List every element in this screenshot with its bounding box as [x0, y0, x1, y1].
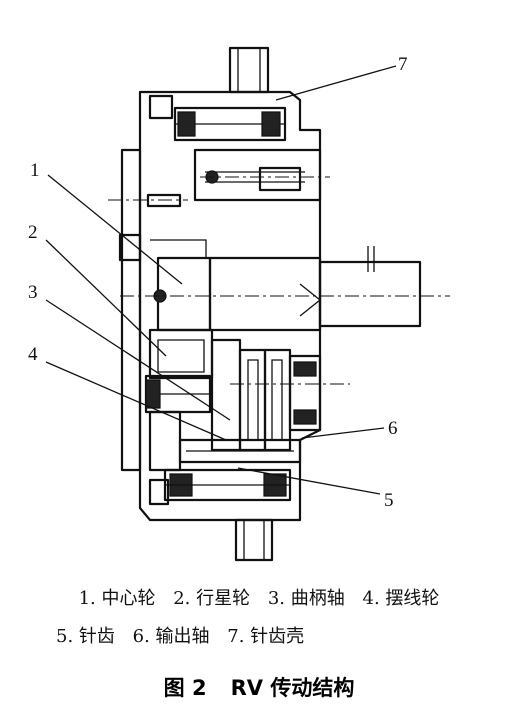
legend-item-3: 3. 曲柄轴 [267, 588, 345, 609]
callout-1: 1 [30, 160, 40, 181]
legend-item-1: 1. 中心轮 [78, 588, 156, 609]
callout-5: 5 [384, 490, 394, 511]
legend-item-2: 2. 行星轮 [173, 588, 251, 609]
legend-item-7: 7. 针齿壳 [227, 626, 305, 647]
legend-row-2: 5. 针齿 6. 输出轴 7. 针齿壳 [50, 622, 310, 648]
callout-3: 3 [28, 282, 38, 303]
legend-item-6: 6. 输出轴 [132, 626, 210, 647]
figure-caption: 图 2 RV 传动结构 [0, 672, 518, 702]
callout-4: 4 [28, 344, 38, 365]
callout-2: 2 [28, 222, 38, 243]
legend-row-1: 1. 中心轮 2. 行星轮 3. 曲柄轴 4. 摆线轮 [0, 584, 518, 610]
callout-6: 6 [388, 418, 398, 439]
leader-line-7 [275, 65, 397, 101]
legend-item-5: 5. 针齿 [56, 626, 115, 647]
leader-line-2 [45, 239, 167, 357]
leader-line-4 [45, 361, 227, 441]
legend-item-4: 4. 摆线轮 [362, 588, 440, 609]
figure-number: 图 2 [163, 676, 207, 700]
callout-7: 7 [398, 54, 408, 75]
leader-line-1 [47, 174, 183, 285]
leader-line-3 [45, 299, 231, 421]
figure-title: RV 传动结构 [230, 676, 355, 700]
leader-line-5 [237, 467, 381, 495]
rv-drive-structure-drawing: 1 2 3 4 5 6 7 [28, 46, 450, 562]
leader-line-6 [301, 427, 385, 439]
